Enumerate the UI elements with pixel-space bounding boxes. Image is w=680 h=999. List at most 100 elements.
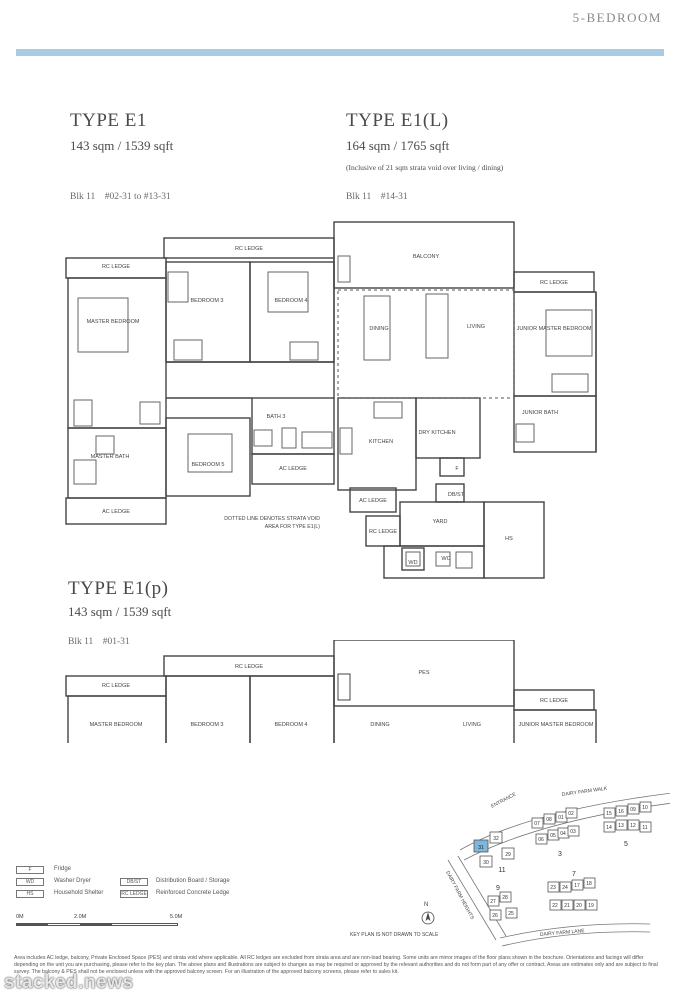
legend-label-rcledge: Reinforced Concrete Ledge [156,890,230,896]
svg-text:21: 21 [564,903,570,909]
svg-text:05: 05 [550,833,556,839]
svg-text:29: 29 [505,852,511,858]
block-7-label: 7 [572,871,576,878]
type-e1-blocks: Blk 11 #02-31 to #13-31 [70,192,171,202]
pes-label: PES [418,670,429,676]
pes-bedroom3: BEDROOM 3 [190,722,223,728]
strata-void-note: DOTTED LINE DENOTES STRATA VOID AREA FOR… [224,516,320,530]
type-e1l-title: TYPE E1(L) [346,110,449,131]
bath3-label: BATH 3 [267,414,286,420]
svg-text:15: 15 [606,811,612,817]
svg-text:19: 19 [588,903,594,909]
scale-five: 5.0M [170,914,183,920]
key-plan: ENTRANCE DAIRY FARM WALK DAIRY FARM HEIG… [444,786,670,947]
pes-rc-ledge-left: RC LEDGE [102,683,130,689]
svg-text:31: 31 [478,845,484,851]
ac-ledge-left-box [65,497,167,525]
dairy-farm-heights-label: DAIRY FARM HEIGHTS [444,870,475,921]
pes-dining: DINING [370,722,389,728]
balcony-label: BALCONY [413,254,440,260]
junior-master-wall [513,291,597,397]
svg-text:14: 14 [606,825,612,831]
wd-box [401,547,425,571]
legend-code-wd: WD [16,878,44,886]
bedroom3-label: BEDROOM 3 [190,298,223,304]
unit-31-highlight [473,839,489,853]
keyplan-not-to-scale: KEY PLAN IS NOT DRAWN TO SCALE [350,932,439,938]
type-e1l-void-note: (Inclusive of 21 sqm strata void over li… [346,163,504,172]
legend: F Fridge WD Washer Dryer HS Household Sh… [16,866,256,902]
svg-text:09: 09 [630,807,636,813]
bedroom5-label: BEDROOM 5 [191,462,224,468]
svg-text:30: 30 [483,860,489,866]
svg-text:03: 03 [570,829,576,835]
hs-label: HS [505,536,513,542]
legend-code-dbst: DB/ST [120,878,148,886]
legend-label-fridge: Fridge [54,866,72,872]
junior-bath-label: JUNIOR BATH [522,410,558,416]
block-11-label: 11 [498,867,505,874]
ac-ledge-kitchen-box [349,487,397,513]
block-3-label: 3 [558,851,562,858]
dining-label: DINING [369,326,388,332]
ac-ledge-left-label: AC LEDGE [102,509,130,515]
rc-ledge-left-label: RC LEDGE [102,264,130,270]
legend-label-hs: Household Shelter [54,890,104,896]
rc-ledge-right-label: RC LEDGE [540,280,568,286]
balcony-box [333,221,515,289]
legend-code-rcledge: RC LEDGE [120,890,148,898]
bedroom5-wall [165,417,251,497]
block-5-label: 5 [624,841,628,848]
ac-ledge-mid-label: AC LEDGE [279,466,307,472]
bed4 [267,271,309,313]
dining-table [363,295,391,361]
block-9-label: 9 [496,885,500,892]
bedroom3-wall [165,261,251,363]
bedroom4-label: BEDROOM 4 [274,298,307,304]
master-bedroom-wall [67,277,167,429]
svg-text:10: 10 [642,805,648,811]
svg-text:11: 11 [642,825,647,831]
svg-text:22: 22 [552,903,558,909]
master-bedroom-label: MASTER BEDROOM [87,319,140,325]
hs-wall [483,501,545,579]
svg-text:32: 32 [493,836,499,842]
svg-text:01: 01 [558,815,564,821]
svg-text:08: 08 [546,817,552,823]
dairy-farm-walk-label: DAIRY FARM WALK [561,786,608,798]
svg-text:23: 23 [550,885,556,891]
svg-text:27: 27 [490,899,496,905]
north-label: N [424,902,429,908]
type-e1l-blocks: Blk 11 #14-31 [346,192,408,202]
scale-bar: 0M 2.0M 5.0M [16,914,186,934]
fridge-code-label: F [455,466,459,472]
rc-ledge-kitchen-label: RC LEDGE [369,529,397,535]
wc-label: WC [441,556,450,562]
pes-master-bedroom: MASTER BEDROOM [90,722,143,728]
svg-text:07: 07 [534,821,540,827]
ac-ledge-kitchen-label: AC LEDGE [359,498,387,504]
svg-text:12: 12 [630,823,636,829]
watermark: stacked.news [4,972,134,993]
ac-ledge-mid-box [251,453,335,485]
disclaimer-footnote: Area includes AC ledge, balcony, Private… [14,955,658,975]
svg-text:28: 28 [502,895,508,901]
dbst-label: DB/ST [448,492,465,498]
north-arrow-icon [421,911,435,925]
svg-text:20: 20 [576,903,582,909]
svg-text:02: 02 [568,811,574,817]
entrance-label: ENTRANCE [490,791,518,810]
svg-text:26: 26 [492,913,498,919]
svg-text:13: 13 [618,823,624,829]
legend-label-dbst: Distribution Board / Storage [156,878,230,884]
kitchen-label: KITCHEN [369,439,393,445]
pes-living: LIVING [463,722,481,728]
legend-code-fridge: F [16,866,44,874]
header-accent-bar [16,49,664,56]
svg-text:04: 04 [560,831,566,837]
junior-bed [545,309,593,357]
yard-label: YARD [433,519,448,525]
pes-bedroom4: BEDROOM 4 [274,722,307,728]
svg-text:25: 25 [508,911,514,917]
